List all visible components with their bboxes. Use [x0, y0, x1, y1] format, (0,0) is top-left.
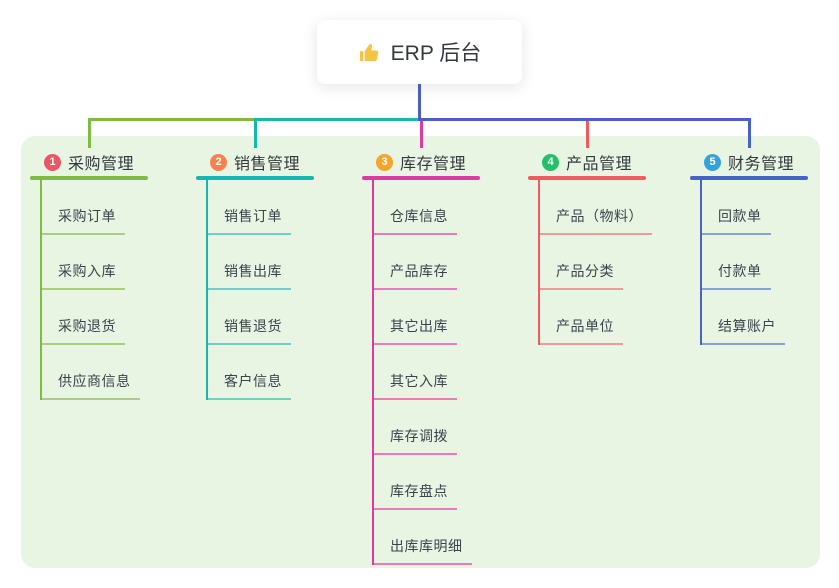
branch-drop-connector — [253, 118, 257, 148]
branch-underline — [362, 176, 480, 180]
branch-number-badge: 1 — [44, 153, 61, 171]
branch-title: 财务管理 — [728, 156, 795, 173]
root-node[interactable]: ERP 后台 — [317, 20, 522, 84]
branch-children: 销售订单销售出库销售退货客户信息 — [206, 180, 314, 400]
child-node[interactable]: 出库库明细 — [374, 510, 472, 565]
branch-underline — [196, 176, 314, 180]
branch-column-4: 4 产品管理产品（物料）产品分类产品单位 — [528, 148, 652, 345]
root-title: ERP 后台 — [390, 42, 482, 65]
branch-drop-connector — [419, 118, 423, 148]
thumbs-up-icon — [358, 41, 381, 64]
branch-underline — [30, 176, 148, 180]
child-node[interactable]: 销售订单 — [208, 180, 291, 235]
child-node[interactable]: 其它出库 — [374, 290, 457, 345]
child-node[interactable]: 结算账户 — [702, 290, 785, 345]
branch-title: 销售管理 — [234, 156, 301, 173]
branch-children: 仓库信息产品库存其它出库其它入库库存调拨库存盘点出库库明细 — [372, 180, 480, 565]
rail-segment-right — [419, 118, 751, 121]
child-node[interactable]: 采购入库 — [42, 235, 125, 290]
child-node[interactable]: 库存盘点 — [374, 455, 457, 510]
branch-node[interactable]: 1 采购管理 — [30, 148, 148, 176]
branch-column-5: 5 财务管理回款单付款单结算账户 — [690, 148, 808, 345]
branch-drop-connector — [87, 118, 91, 148]
child-node[interactable]: 回款单 — [702, 180, 771, 235]
branch-number-badge: 3 — [376, 153, 393, 171]
child-node[interactable]: 产品单位 — [540, 290, 623, 345]
mindmap-panel — [21, 136, 820, 568]
branch-column-1: 1 采购管理采购订单采购入库采购退货供应商信息 — [30, 148, 148, 400]
branch-title: 库存管理 — [400, 156, 467, 173]
rail-segment-mid — [253, 118, 420, 121]
branch-underline — [528, 176, 646, 180]
child-node[interactable]: 产品库存 — [374, 235, 457, 290]
branch-title: 采购管理 — [68, 156, 135, 173]
branch-title: 产品管理 — [566, 156, 633, 173]
branch-number-badge: 2 — [210, 153, 227, 171]
child-node[interactable]: 库存调拨 — [374, 400, 457, 455]
branch-column-2: 2 销售管理销售订单销售出库销售退货客户信息 — [196, 148, 314, 400]
child-node[interactable]: 采购订单 — [42, 180, 125, 235]
child-node[interactable]: 产品分类 — [540, 235, 623, 290]
branch-node[interactable]: 4 产品管理 — [528, 148, 646, 176]
rail-segment-left — [87, 118, 257, 121]
branch-number-badge: 5 — [704, 153, 721, 171]
root-stem-connector — [418, 84, 421, 121]
branch-column-3: 3 库存管理仓库信息产品库存其它出库其它入库库存调拨库存盘点出库库明细 — [362, 148, 480, 565]
child-node[interactable]: 销售退货 — [208, 290, 291, 345]
child-node[interactable]: 采购退货 — [42, 290, 125, 345]
branch-node[interactable]: 3 库存管理 — [362, 148, 480, 176]
branch-children: 产品（物料）产品分类产品单位 — [538, 180, 652, 345]
branch-underline — [690, 176, 808, 180]
branch-node[interactable]: 5 财务管理 — [690, 148, 808, 176]
branch-number-badge: 4 — [542, 153, 559, 171]
branch-drop-connector — [585, 118, 589, 148]
child-node[interactable]: 供应商信息 — [42, 345, 140, 400]
child-node[interactable]: 销售出库 — [208, 235, 291, 290]
branch-children: 采购订单采购入库采购退货供应商信息 — [40, 180, 148, 400]
child-node[interactable]: 付款单 — [702, 235, 771, 290]
branch-drop-connector — [747, 118, 751, 148]
child-node[interactable]: 其它入库 — [374, 345, 457, 400]
branch-children: 回款单付款单结算账户 — [700, 180, 808, 345]
child-node[interactable]: 产品（物料） — [540, 180, 652, 235]
child-node[interactable]: 客户信息 — [208, 345, 291, 400]
branch-node[interactable]: 2 销售管理 — [196, 148, 314, 176]
child-node[interactable]: 仓库信息 — [374, 180, 457, 235]
